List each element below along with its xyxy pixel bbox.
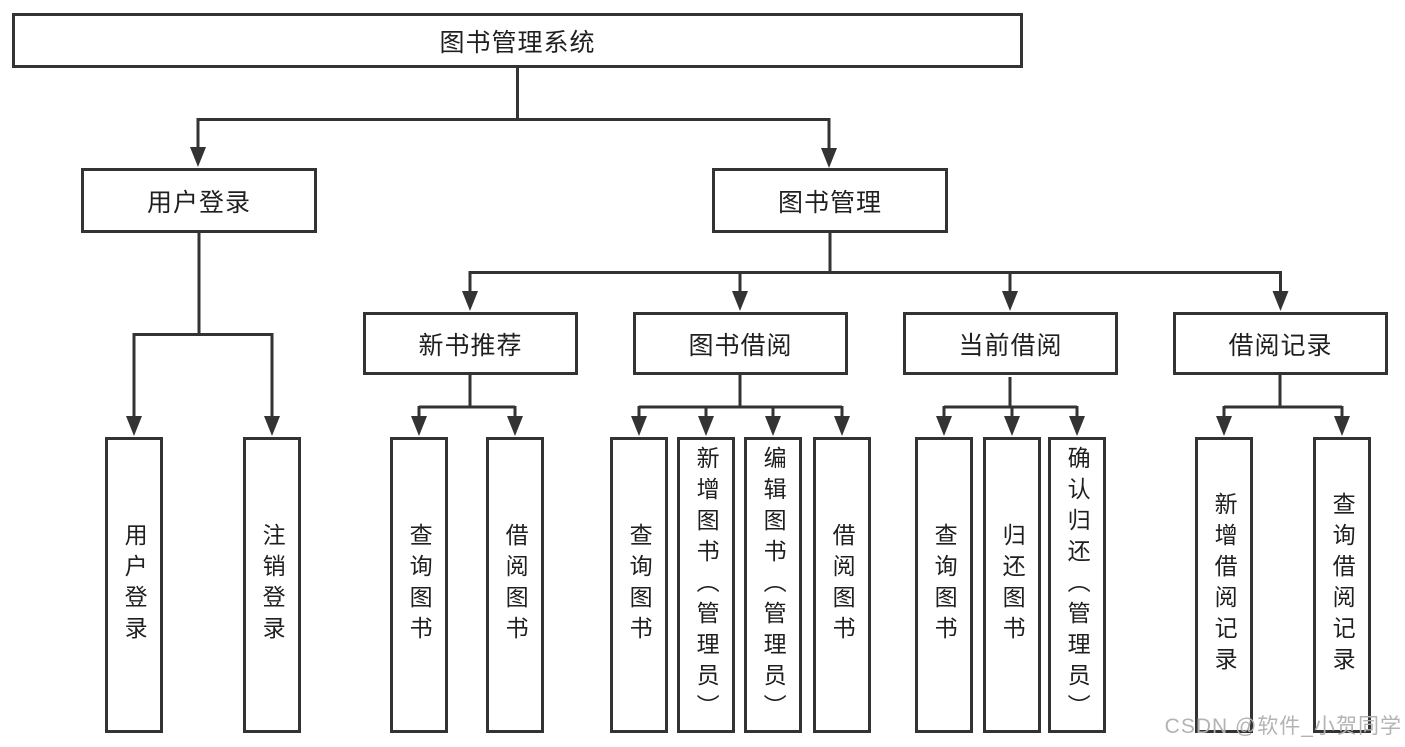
- leaf-label: 新增借阅记录: [1211, 492, 1238, 678]
- leaf-label: 查询图书: [931, 523, 958, 647]
- leaf-label: 查询借阅记录: [1329, 492, 1356, 678]
- node-book-management: 图书管理: [712, 168, 948, 233]
- node-label: 用户登录: [146, 188, 251, 217]
- leaf-logout-login: 注销登录: [243, 437, 301, 733]
- leaf-add-borrow-record: 新增借阅记录: [1195, 437, 1253, 733]
- leaf-query-books-borrowing: 查询图书: [610, 437, 668, 733]
- leaf-label: 注销登录: [259, 523, 286, 647]
- node-borrowing-records: 借阅记录: [1173, 312, 1388, 375]
- leaf-label: 查询图书: [406, 523, 433, 647]
- leaf-borrow-books-recommend: 借阅图书: [486, 437, 544, 733]
- leaf-borrow-books-borrowing: 借阅图书: [813, 437, 871, 733]
- leaf-label: 确认归还（管理员）: [1064, 445, 1091, 725]
- node-label: 图书管理: [777, 188, 882, 217]
- leaf-query-books-recommend: 查询图书: [390, 437, 448, 733]
- node-label: 借阅记录: [1228, 331, 1333, 360]
- node-book-borrowing: 图书借阅: [633, 312, 848, 375]
- leaf-add-books-admin: 新增图书（管理员）: [677, 437, 735, 733]
- arrowheads: [126, 147, 1350, 436]
- leaf-label: 归还图书: [999, 523, 1026, 647]
- leaf-edit-books-admin: 编辑图书（管理员）: [744, 437, 802, 733]
- connector-paths: [132, 68, 1344, 422]
- node-new-book-recommendation: 新书推荐: [363, 312, 578, 375]
- leaf-label: 编辑图书（管理员）: [760, 445, 787, 725]
- leaf-label: 新增图书（管理员）: [693, 445, 720, 725]
- leaf-user-login: 用户登录: [105, 437, 163, 733]
- node-label: 当前借阅: [958, 331, 1063, 360]
- leaf-label: 借阅图书: [829, 523, 856, 647]
- node-current-borrowing: 当前借阅: [903, 312, 1118, 375]
- node-label: 新书推荐: [418, 331, 523, 360]
- node-label: 图书管理系统: [439, 28, 596, 57]
- leaf-return-books: 归还图书: [983, 437, 1041, 733]
- leaf-label: 用户登录: [121, 523, 148, 647]
- leaf-label: 借阅图书: [502, 523, 529, 647]
- leaf-query-books-current: 查询图书: [915, 437, 973, 733]
- leaf-query-borrow-record: 查询借阅记录: [1313, 437, 1371, 733]
- node-user-login: 用户登录: [81, 168, 317, 233]
- leaf-confirm-return-admin: 确认归还（管理员）: [1048, 437, 1106, 733]
- node-library-management-system: 图书管理系统: [12, 13, 1023, 68]
- leaf-label: 查询图书: [626, 523, 653, 647]
- node-label: 图书借阅: [688, 331, 793, 360]
